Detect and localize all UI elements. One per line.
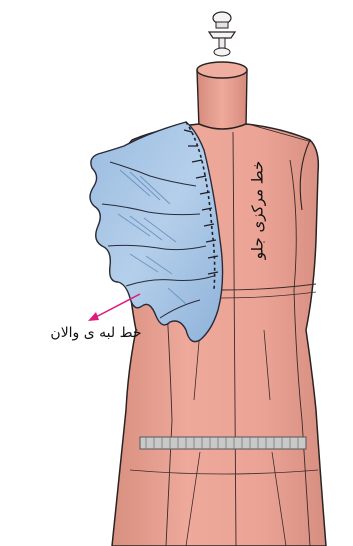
ruffle-cascade bbox=[90, 122, 223, 342]
dress-form-neck bbox=[197, 62, 247, 132]
center-front-line-label: خط مرکزی جلو bbox=[249, 161, 267, 261]
waist-tape bbox=[140, 437, 306, 449]
ruffle-edge-line-label: خط لبه ی والان bbox=[50, 325, 141, 341]
stand-knob bbox=[209, 12, 235, 56]
center-front-label-group: خط مرکزی جلو bbox=[249, 161, 267, 261]
